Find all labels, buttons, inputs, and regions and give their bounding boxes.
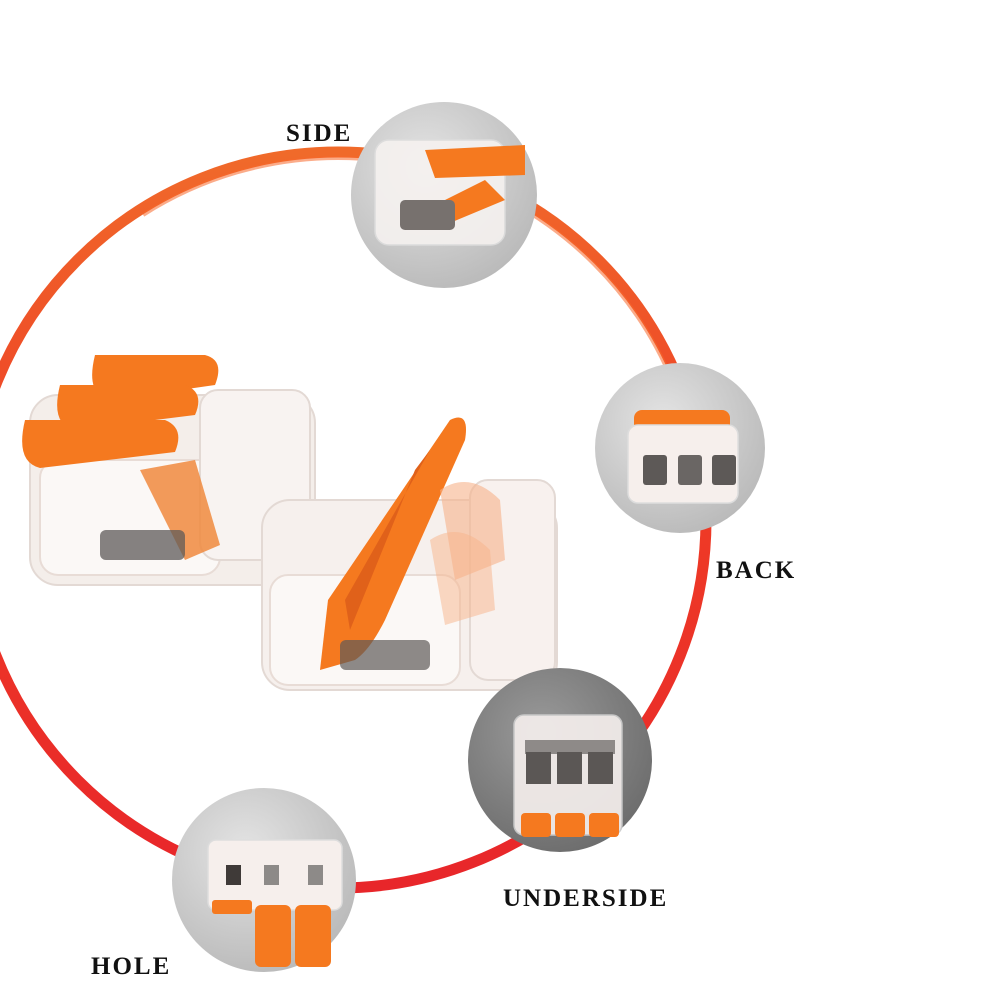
label-back: BACK — [716, 557, 797, 584]
side-view-disc — [351, 102, 537, 288]
back-view-disc — [595, 363, 765, 533]
underside-view-disc — [468, 668, 652, 852]
main-connector-closed — [22, 355, 316, 586]
main-connector-open — [261, 417, 558, 691]
label-side: SIDE — [286, 120, 353, 147]
label-hole: HOLE — [91, 953, 172, 980]
hole-view-disc — [172, 788, 356, 972]
label-underside: UNDERSIDE — [503, 885, 669, 912]
